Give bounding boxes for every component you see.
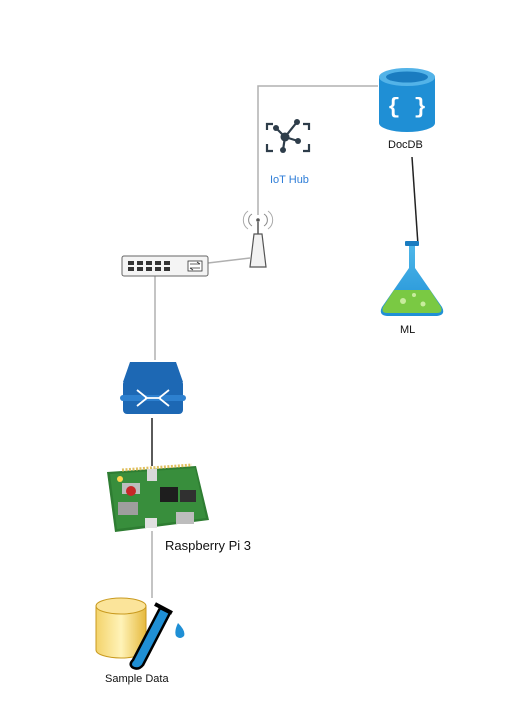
sample-data-icon (95, 597, 185, 670)
docdb-icon: { } (379, 68, 435, 132)
iot-hub-icon (265, 119, 311, 153)
ml-label: ML (400, 324, 416, 336)
connection-switch-router (207, 257, 251, 264)
connection-lines (151, 85, 419, 598)
svg-text:{ }: { } (387, 95, 427, 120)
gateway-hub-icon (120, 362, 186, 414)
network-switch-icon (121, 255, 209, 277)
ml-flask-icon (380, 241, 444, 316)
raspberry-pi-board-icon (107, 463, 209, 532)
connection-router-docdb (257, 85, 378, 215)
connection-docdb-ml (411, 156, 419, 246)
wireless-access-point-icon (242, 210, 274, 268)
docdb-label: DocDB (388, 139, 423, 151)
sample-data-label: Sample Data (105, 673, 169, 685)
raspberry-pi-label: Raspberry Pi 3 (165, 538, 251, 553)
iot-hub-label: IoT Hub (270, 174, 309, 186)
